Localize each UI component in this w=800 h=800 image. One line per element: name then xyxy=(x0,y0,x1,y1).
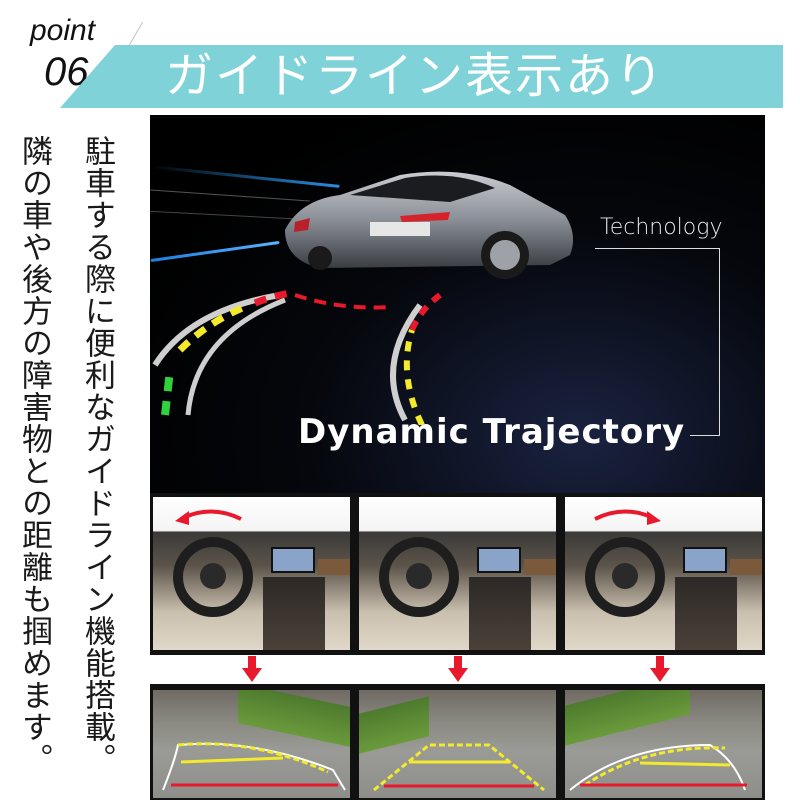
center-console xyxy=(469,577,531,650)
parking-camera-view-center xyxy=(359,690,556,798)
nav-screen xyxy=(683,547,727,573)
curved-arrow-right-icon xyxy=(594,509,661,525)
dashboard-photo xyxy=(565,497,762,650)
guide-lines-curve-left xyxy=(162,742,346,791)
wheel-hub xyxy=(200,563,226,589)
parking-camera-view-right xyxy=(565,690,762,798)
description-line-1: 駐車する際に便利なガイドライン機能搭載。 xyxy=(79,135,115,775)
steering-wheel xyxy=(173,537,253,617)
wheel-hub xyxy=(406,563,432,589)
title-band xyxy=(60,45,783,108)
hero-image: Technology Dynamic Trajectory xyxy=(150,115,765,493)
guide-lines-curve-right xyxy=(569,743,747,791)
curved-arrow-left-icon xyxy=(175,509,242,525)
sports-car-image xyxy=(285,171,574,279)
down-arrow-icon xyxy=(242,656,262,682)
hero-headline: Dynamic Trajectory xyxy=(298,412,686,452)
steering-wheel xyxy=(585,537,665,617)
light-streak xyxy=(150,240,280,263)
wheel-hub xyxy=(612,563,638,589)
trajectory-guide-lines xyxy=(152,289,442,425)
center-console xyxy=(263,577,325,650)
nav-screen xyxy=(271,547,315,573)
point-word: point xyxy=(30,14,96,47)
frame-line xyxy=(690,435,720,436)
guide-lines-straight xyxy=(373,743,545,792)
step-panel-left xyxy=(150,493,353,800)
dashboard-photo xyxy=(153,497,350,650)
step-panel-right xyxy=(562,493,765,800)
step-panel-center xyxy=(356,493,559,800)
dashboard-photo xyxy=(359,497,556,650)
technology-label: Technology xyxy=(600,215,723,240)
steering-steps xyxy=(150,493,765,800)
center-console xyxy=(675,577,737,650)
nav-screen xyxy=(477,547,521,573)
frame-line xyxy=(595,248,720,249)
page-title: ガイドライン表示あり xyxy=(165,48,666,104)
wood-trim xyxy=(524,559,556,575)
down-arrow-icon xyxy=(650,656,670,682)
steering-wheel xyxy=(379,537,459,617)
wood-trim xyxy=(318,559,350,575)
description-line-2: 隣の車や後方の障害物との距離も掴めます。 xyxy=(16,135,52,775)
parking-camera-view-left xyxy=(153,690,350,798)
down-arrow-icon xyxy=(448,656,468,682)
frame-line xyxy=(719,248,720,435)
wood-trim xyxy=(730,559,762,575)
